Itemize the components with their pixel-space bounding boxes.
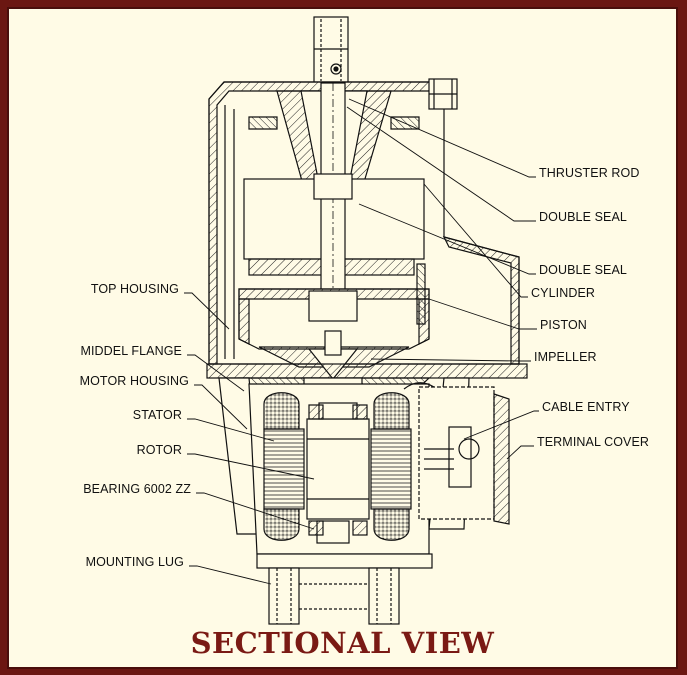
label-double-seal-upper: DOUBLE SEAL xyxy=(539,210,627,224)
drawing-frame: THRUSTER ROD DOUBLE SEAL DOUBLE SEAL CYL… xyxy=(7,7,678,669)
label-impeller: IMPELLER xyxy=(534,350,597,364)
label-double-seal-lower: DOUBLE SEAL xyxy=(539,263,627,277)
terminal-box xyxy=(403,382,510,525)
label-bearing: BEARING 6002 ZZ xyxy=(83,482,191,496)
label-middel-flange: MIDDEL FLANGE xyxy=(80,344,182,358)
label-cable-entry: CABLE ENTRY xyxy=(542,400,630,414)
page-title: SECTIONAL VIEW xyxy=(190,626,495,660)
stator xyxy=(263,392,412,541)
mounting-lug xyxy=(256,553,433,625)
label-motor-housing: MOTOR HOUSING xyxy=(79,374,189,388)
vent-plug xyxy=(428,78,458,110)
label-thruster-rod: THRUSTER ROD xyxy=(539,166,640,180)
bearing xyxy=(308,404,368,536)
label-top-housing: TOP HOUSING xyxy=(90,282,179,296)
thruster-rod-eye xyxy=(313,16,349,84)
rotor xyxy=(306,402,370,544)
label-terminal-cover: TERMINAL COVER xyxy=(537,435,650,449)
label-cylinder: CYLINDER xyxy=(531,286,596,300)
sectional-view-diagram xyxy=(184,16,539,625)
leader-lines xyxy=(184,98,539,585)
label-mounting-lug: MOUNTING LUG xyxy=(85,555,184,569)
label-piston: PISTON xyxy=(540,318,587,332)
label-rotor: ROTOR xyxy=(136,443,182,457)
label-stator: STATOR xyxy=(132,408,182,422)
